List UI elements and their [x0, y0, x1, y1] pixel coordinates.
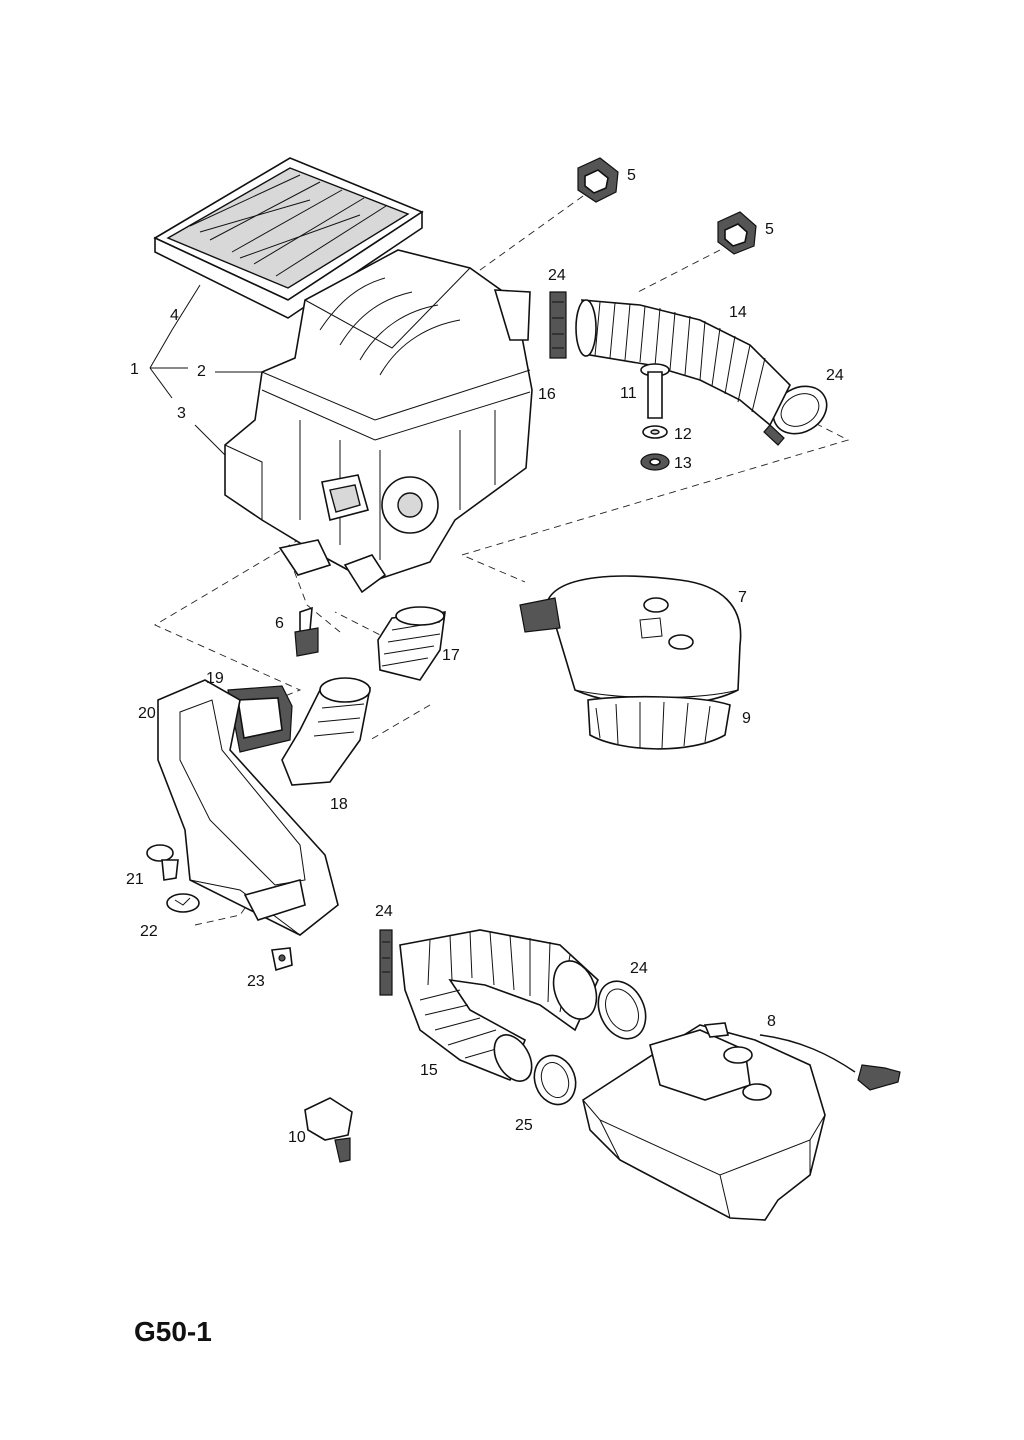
clamp-24-upper — [549, 291, 567, 359]
callout-8: 8 — [767, 1013, 776, 1030]
callout-9: 9 — [742, 710, 751, 727]
intake-duct-20 — [157, 679, 339, 936]
washer-12 — [642, 425, 668, 439]
callout-6: 6 — [275, 615, 284, 632]
callout-24-lower-right: 24 — [630, 960, 648, 977]
intake-hose-15 — [399, 929, 599, 1082]
callout-19: 19 — [206, 670, 224, 687]
grommet-5-lower — [717, 211, 757, 255]
air-cleaner-housing — [224, 249, 533, 594]
sensor-10 — [304, 1097, 353, 1163]
callout-22: 22 — [140, 923, 158, 940]
callout-labels: 1 2 3 4 5 5 6 7 8 9 10 11 12 13 14 15 16… — [126, 167, 844, 1146]
washer-22 — [166, 893, 200, 913]
callout-7: 7 — [738, 589, 747, 606]
callout-11: 11 — [620, 385, 637, 402]
callout-21: 21 — [126, 871, 144, 888]
callout-1: 1 — [130, 361, 139, 378]
callout-5-upper: 5 — [627, 167, 636, 184]
callout-3: 3 — [177, 405, 186, 422]
clamp-24-right — [763, 385, 828, 446]
callout-16: 16 — [538, 386, 556, 403]
callout-24-lower-left: 24 — [375, 903, 393, 920]
bolt-11 — [640, 363, 670, 419]
callout-5-lower: 5 — [765, 221, 774, 238]
bellows-17 — [377, 606, 446, 681]
callout-4: 4 — [170, 307, 179, 324]
callout-18: 18 — [330, 796, 348, 813]
sensor-6 — [294, 606, 319, 657]
intake-hose-14 — [575, 299, 791, 427]
callout-14: 14 — [729, 304, 747, 321]
callout-24-right: 24 — [826, 367, 844, 384]
clamp-24-lower-right — [597, 980, 647, 1040]
clip-21 — [146, 844, 179, 881]
callout-23: 23 — [247, 973, 265, 990]
gasket-19 — [227, 685, 293, 753]
callout-2: 2 — [197, 363, 206, 380]
resonator-7 — [519, 575, 742, 706]
resonator-base-9 — [587, 695, 731, 750]
clip-23 — [271, 947, 293, 972]
grommet-5-upper — [577, 157, 619, 203]
clamp-24-lower-left — [379, 929, 393, 996]
callout-10: 10 — [288, 1129, 306, 1146]
callout-15: 15 — [420, 1062, 438, 1079]
clamp-25 — [533, 1054, 577, 1106]
callout-25: 25 — [515, 1117, 533, 1134]
callout-17: 17 — [442, 647, 460, 664]
callout-13: 13 — [674, 455, 692, 472]
callout-12: 12 — [674, 426, 692, 443]
resonator-box-8 — [582, 1022, 901, 1221]
page-code: G50-1 — [134, 1316, 212, 1347]
callout-24-upper: 24 — [548, 267, 566, 284]
tube-18 — [281, 677, 371, 786]
air-filter-element — [153, 157, 424, 319]
nut-13 — [640, 453, 670, 471]
callout-20: 20 — [138, 705, 156, 722]
